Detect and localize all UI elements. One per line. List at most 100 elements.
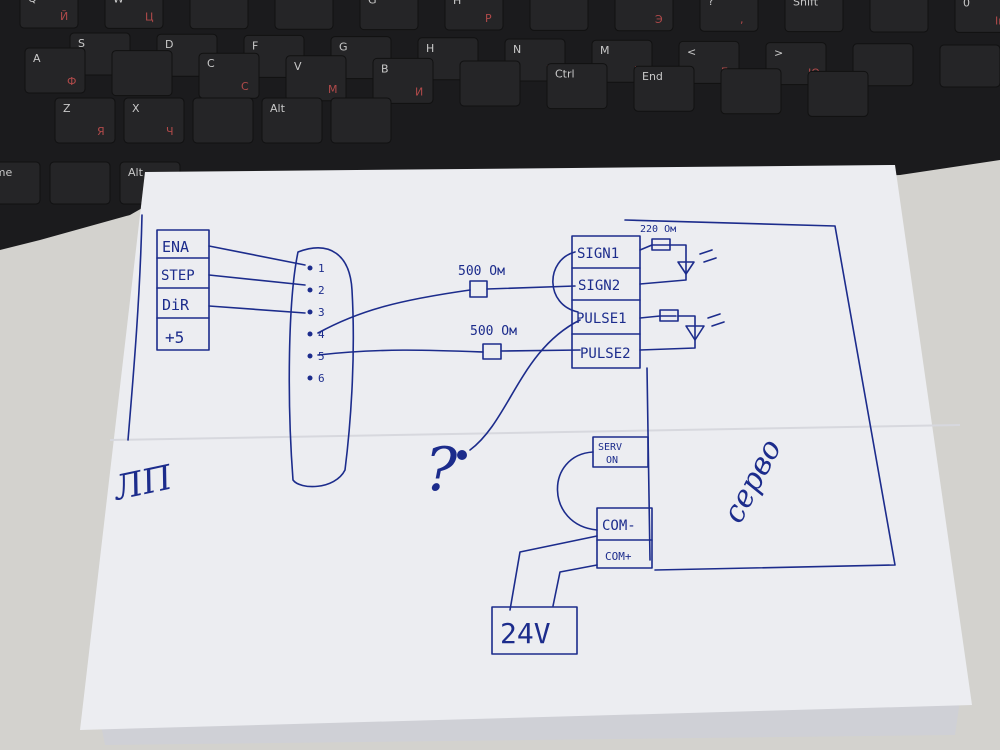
connector-pin-dot bbox=[307, 309, 313, 315]
keyboard-key: Э bbox=[614, 0, 674, 32]
key-label: H bbox=[453, 0, 461, 7]
key-label-ru: С bbox=[241, 80, 249, 93]
wire-com-minus-supply bbox=[509, 535, 598, 611]
connector-pin-number: 6 bbox=[318, 372, 325, 385]
pin-label-pulse2: PULSE2 bbox=[580, 346, 631, 362]
power-supply-box bbox=[491, 606, 578, 655]
pin-label-sign1: SIGN1 bbox=[577, 246, 619, 262]
pin-label-5v: +5 bbox=[165, 328, 184, 347]
connector-outline bbox=[288, 247, 355, 488]
key-label-ru: Э bbox=[655, 13, 663, 26]
connector-pin-number: 4 bbox=[318, 328, 325, 341]
keyboard-key: G bbox=[359, 0, 419, 31]
key-label: B bbox=[381, 62, 389, 75]
key-label: < bbox=[687, 45, 696, 58]
pin-label-sign2: SIGN2 bbox=[578, 278, 620, 294]
key-label: X bbox=[132, 102, 140, 115]
wire-dir bbox=[208, 305, 306, 314]
key-label-ru: М bbox=[328, 83, 338, 96]
paper-surface bbox=[80, 165, 972, 730]
connector-pin-number: 5 bbox=[318, 350, 325, 363]
key-label-ru: Ins bbox=[995, 14, 1000, 27]
key-label: A bbox=[33, 52, 41, 65]
keyboard-key bbox=[192, 97, 254, 144]
key-label: V bbox=[294, 60, 302, 73]
pin-label-com-plus: COM+ bbox=[605, 550, 632, 563]
connector-pin-dot bbox=[307, 331, 313, 337]
led-2 bbox=[685, 325, 705, 341]
keyboard-key bbox=[807, 70, 869, 117]
left-block-frame bbox=[156, 229, 210, 351]
keyboard-key bbox=[459, 60, 521, 107]
keyboard-key: WЦ bbox=[104, 0, 164, 29]
com-pin-frame bbox=[596, 507, 653, 569]
signal-pin-frame bbox=[571, 235, 641, 369]
keyboard-key bbox=[939, 44, 1000, 88]
key-label-ru: Ф bbox=[67, 75, 76, 88]
key-label: ome bbox=[0, 166, 12, 179]
key-label: C bbox=[207, 57, 215, 70]
led-1 bbox=[677, 261, 695, 275]
key-label: End bbox=[642, 70, 663, 83]
keyboard-key bbox=[529, 0, 589, 31]
keyboard-key: Alt bbox=[261, 97, 323, 144]
keyboard-key: HР bbox=[444, 0, 504, 31]
key-label: Shift bbox=[793, 0, 819, 9]
svg-text:ON: ON bbox=[606, 455, 618, 466]
keyboard-key bbox=[189, 0, 249, 30]
keyboard-row-1: QЙWЦGHРЭ?,Shift0Ins bbox=[19, 0, 1000, 33]
wire-servo-on-com bbox=[556, 451, 598, 531]
key-label: G bbox=[368, 0, 377, 7]
keyboard-key: CС bbox=[198, 52, 260, 99]
key-label: H bbox=[426, 42, 434, 55]
pin-label-step: STEP bbox=[161, 268, 195, 284]
keyboard-key: End bbox=[633, 65, 695, 112]
wire-step bbox=[208, 274, 306, 286]
keyboard-key bbox=[274, 0, 334, 30]
wire-com-plus-supply bbox=[552, 564, 598, 607]
key-label: Z bbox=[63, 102, 71, 115]
connector-pin-dot bbox=[307, 287, 313, 293]
keyboard-key: ome bbox=[0, 161, 41, 205]
connector-pin-number: 3 bbox=[318, 306, 325, 319]
pin-label-ena: ENA bbox=[162, 238, 189, 256]
key-label-ru: , bbox=[740, 13, 744, 26]
paper-fold bbox=[109, 424, 961, 441]
keyboard-key bbox=[869, 0, 929, 33]
key-label: M bbox=[600, 44, 610, 57]
key-label-ru: Я bbox=[97, 125, 105, 138]
key-label-ru: Ч bbox=[166, 125, 174, 138]
keyboard-key: Shift bbox=[784, 0, 844, 33]
keyboard-key: Ctrl bbox=[546, 63, 608, 110]
wire-to-question bbox=[469, 319, 581, 451]
key-label: ? bbox=[708, 0, 714, 8]
connector-pin-number: 1 bbox=[318, 262, 325, 275]
key-label: Alt bbox=[270, 102, 286, 115]
connector-pin-number: 2 bbox=[318, 284, 325, 297]
resistor-1-label: 500 Ом bbox=[458, 264, 505, 279]
keyboard-key: AФ bbox=[24, 47, 86, 94]
keyboard-key: ZЯ bbox=[54, 97, 116, 144]
wire-loop-sign bbox=[552, 251, 579, 313]
keyboard-key bbox=[330, 97, 392, 144]
pin-label-dir: DiR bbox=[162, 296, 190, 314]
key-label: S bbox=[78, 37, 85, 50]
key-label: W bbox=[113, 0, 124, 5]
keyboard-key: ?, bbox=[699, 0, 759, 32]
servo-driver-outline bbox=[624, 219, 896, 571]
wire-pin5 bbox=[317, 349, 484, 356]
key-label-ru: Й bbox=[60, 10, 68, 23]
key-label: F bbox=[252, 39, 258, 52]
key-label: 0 bbox=[963, 0, 970, 9]
key-label: G bbox=[339, 41, 348, 54]
keyboard-key: BИ bbox=[372, 57, 434, 104]
pin-label-pulse1: PULSE1 bbox=[576, 311, 627, 327]
connector-pin-dot bbox=[307, 265, 313, 271]
keyboard-key: 0Ins bbox=[954, 0, 1000, 33]
keyboard-key: XЧ bbox=[123, 97, 185, 144]
keyboard-key bbox=[111, 50, 173, 97]
wire-pin4 bbox=[317, 289, 471, 334]
